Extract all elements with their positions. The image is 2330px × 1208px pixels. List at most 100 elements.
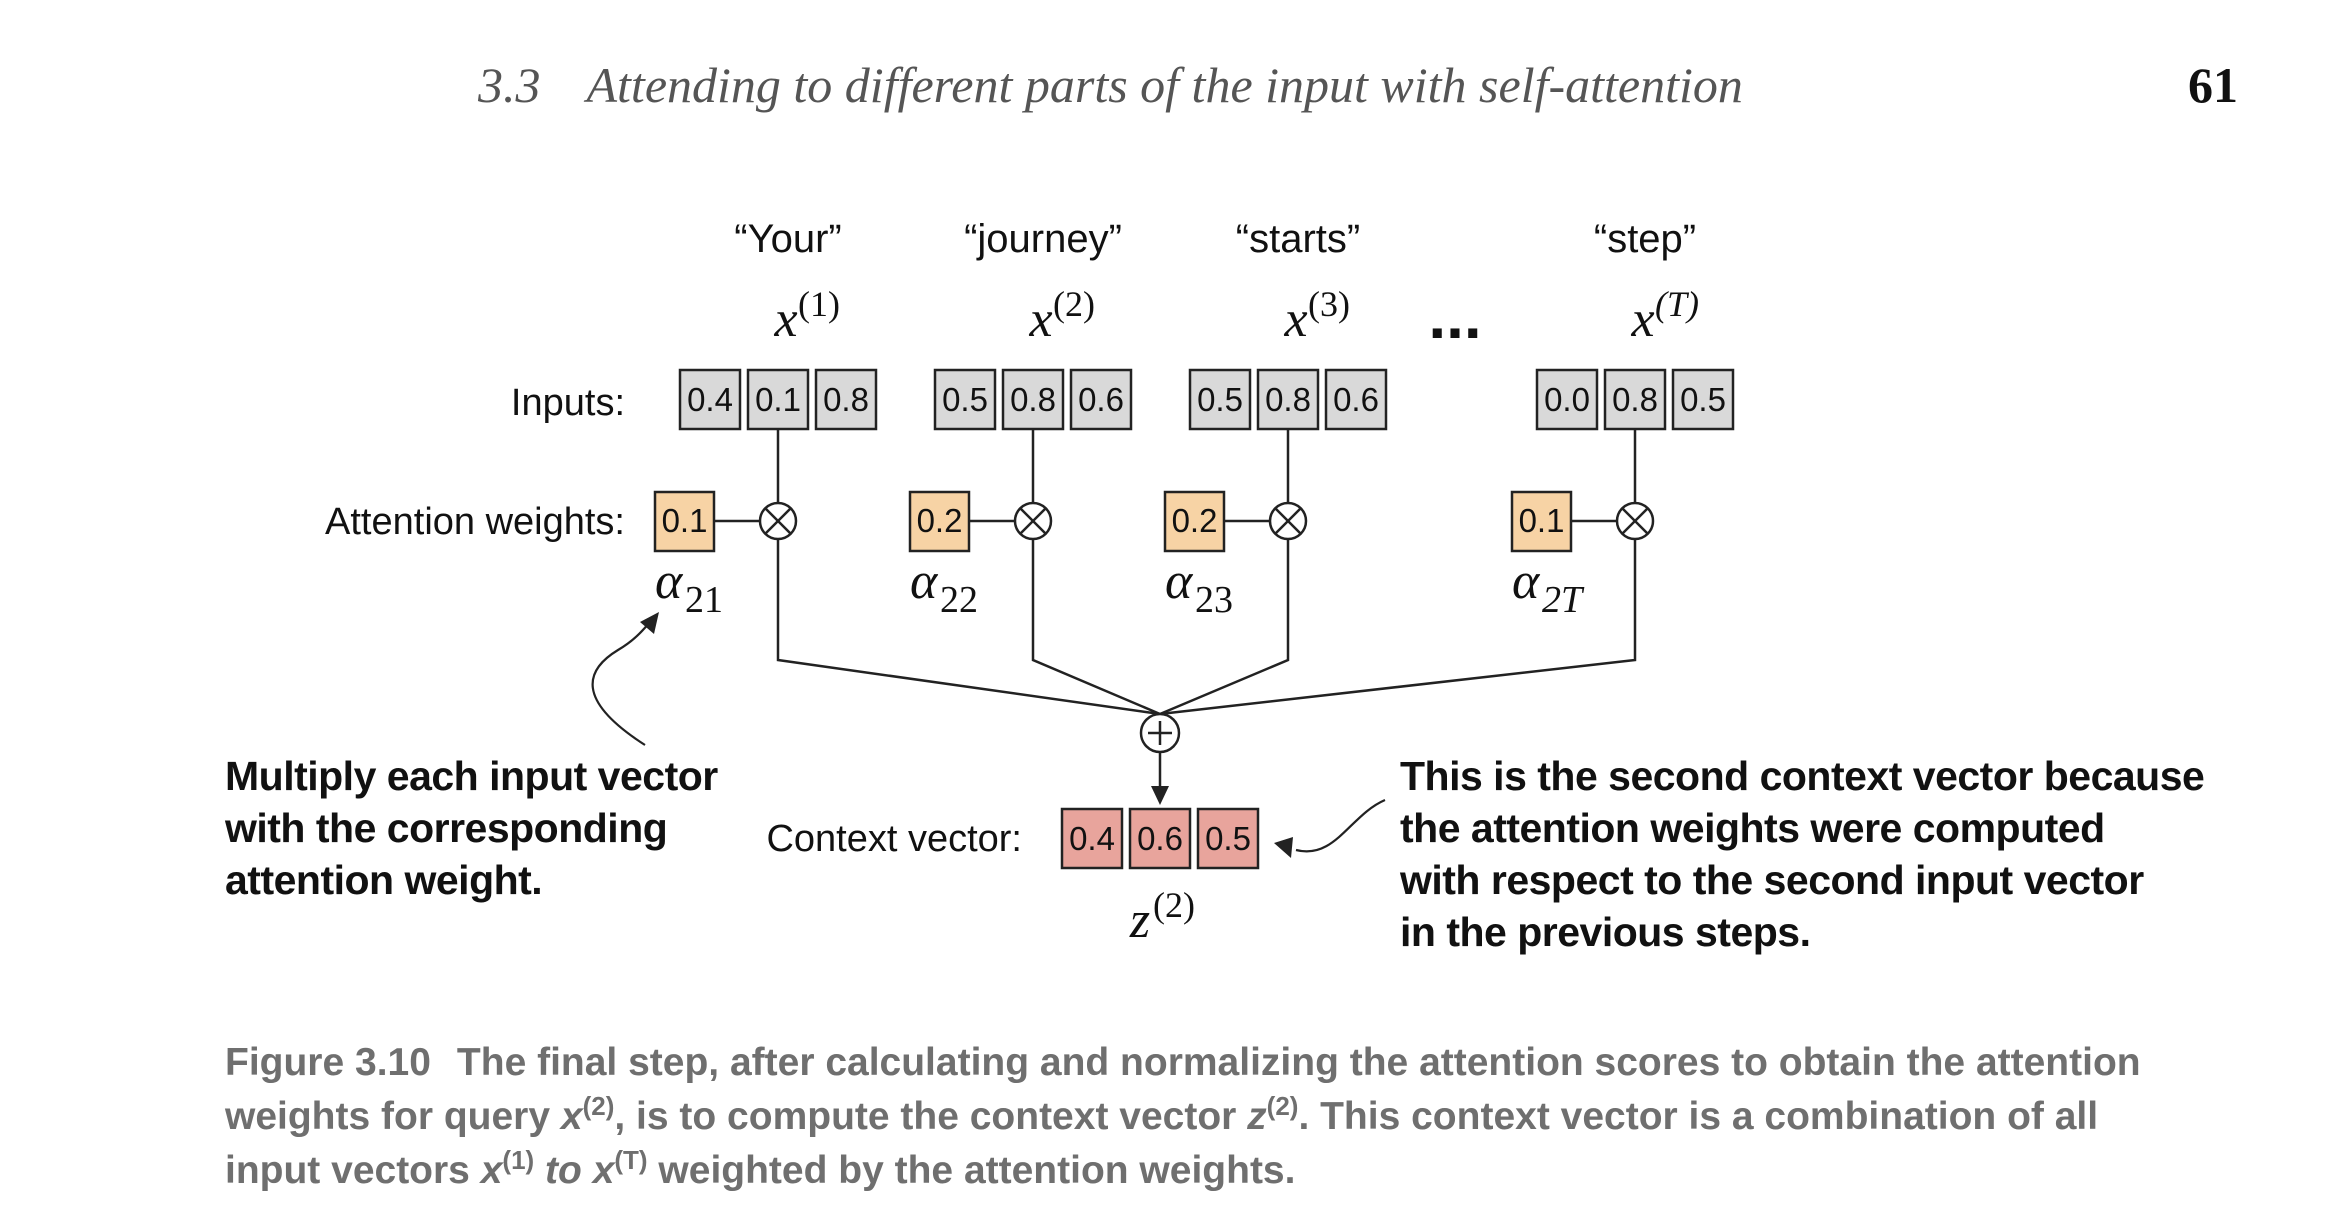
input-value: 0.4	[687, 381, 733, 418]
caption-text: The final step, after calculating and no…	[225, 1041, 2141, 1138]
context-symbol-superscript: (2)	[1153, 885, 1195, 925]
alpha-subscript: 23	[1195, 579, 1233, 621]
alpha-subscript: 21	[685, 579, 723, 621]
annotation-arrow-right	[1295, 798, 1386, 853]
annotation-line: the attention weights were computed	[1400, 805, 2105, 851]
input-cell	[814, 368, 878, 431]
input-cell	[1069, 368, 1133, 431]
input-value: 0.8	[1265, 381, 1311, 418]
annotation-second-context-vector: This is the second context vector becaus…	[1400, 750, 2260, 958]
annotation-line: in the previous steps.	[1400, 909, 1811, 955]
context-vector-cell	[1196, 807, 1260, 870]
section-number: 3.3	[478, 57, 541, 113]
alpha-symbol: α	[1512, 553, 1541, 610]
sum-connector-line	[1159, 539, 1637, 716]
caption-xT: x	[592, 1149, 615, 1192]
input-cell	[933, 368, 997, 431]
input-value: 0.0	[1544, 381, 1590, 418]
alpha-symbol: α	[655, 553, 684, 610]
caption-x: x	[560, 1095, 583, 1138]
token-word: “step”	[1594, 217, 1696, 261]
annotation-line: with the corresponding	[225, 805, 668, 851]
input-value: 0.6	[1333, 381, 1379, 418]
token-word: “Your”	[734, 217, 841, 261]
caption-xT-sup: (T)	[614, 1145, 648, 1175]
caption-x-sup: (2)	[582, 1091, 615, 1121]
input-symbol-superscript: (1)	[798, 284, 840, 324]
alpha-subscript: 2T	[1542, 579, 1585, 621]
input-value: 0.5	[1197, 381, 1243, 418]
caption-to: to	[534, 1149, 593, 1192]
input-cell	[1671, 368, 1735, 431]
multiply-icon-stroke	[1019, 507, 1047, 535]
caption-z: z	[1247, 1095, 1267, 1138]
figure-label: Figure 3.10	[225, 1041, 431, 1084]
attention-weight-cell	[1510, 490, 1573, 553]
inputs-label: Inputs:	[511, 382, 625, 424]
multiply-icon-stroke	[1621, 507, 1649, 535]
arrowhead-icon	[1151, 786, 1169, 805]
input-value: 0.8	[1612, 381, 1658, 418]
input-cell	[1535, 368, 1599, 431]
alpha-symbol: α	[1165, 553, 1194, 610]
annotation-line: with respect to the second input vector	[1400, 857, 2144, 903]
attention-weight-value: 0.2	[1172, 502, 1218, 539]
input-value: 0.6	[1078, 381, 1124, 418]
context-vector-value: 0.6	[1137, 820, 1183, 857]
attention-weight-cell	[653, 490, 716, 553]
ellipsis: ...	[1428, 280, 1481, 352]
context-vector-label: Context vector:	[766, 818, 1022, 860]
context-vector-cell	[1128, 807, 1192, 870]
input-cell	[1324, 368, 1388, 431]
context-vector-value: 0.5	[1205, 820, 1251, 857]
context-vector-value: 0.4	[1069, 820, 1115, 857]
input-symbol-superscript: (T)	[1655, 284, 1699, 324]
input-cell	[1188, 368, 1252, 431]
caption-text: weighted by the attention weights.	[647, 1149, 1296, 1192]
token-word: “starts”	[1236, 217, 1360, 261]
caption-text: . This context vector is a combination o…	[225, 1095, 2099, 1192]
sum-connector-line	[1031, 539, 1161, 716]
input-symbol-x: x	[1630, 291, 1654, 348]
input-symbol-x: x	[1028, 291, 1052, 348]
attention-weight-value: 0.1	[1519, 502, 1565, 539]
input-cell	[1001, 368, 1065, 431]
caption-text: , is to compute the context vector	[614, 1095, 1248, 1138]
input-value: 0.8	[1010, 381, 1056, 418]
annotation-line: attention weight.	[225, 857, 543, 903]
section-title: Attending to different parts of the inpu…	[586, 57, 1743, 113]
annotation-line: This is the second context vector becaus…	[1400, 753, 2205, 799]
caption-x1-sup: (1)	[502, 1145, 535, 1175]
running-header: 3.3 Attending to different parts of the i…	[478, 56, 1743, 114]
multiply-icon-stroke	[764, 507, 792, 535]
input-symbol-x: x	[1283, 291, 1307, 348]
annotation-line: Multiply each input vector	[225, 753, 718, 799]
input-cell	[678, 368, 742, 431]
input-cell	[1256, 368, 1320, 431]
page-number: 61	[2188, 57, 2238, 113]
input-symbol-x: x	[773, 291, 797, 348]
multiply-icon-stroke	[1274, 507, 1302, 535]
sum-connector-line	[1159, 539, 1290, 716]
context-vector-cell	[1060, 807, 1124, 870]
token-word: “journey”	[964, 217, 1122, 261]
input-symbol-superscript: (3)	[1308, 284, 1350, 324]
attention-weight-cell	[908, 490, 971, 553]
annotation-arrow-left	[591, 621, 651, 746]
caption-x1: x	[480, 1149, 503, 1192]
sum-connector-line	[776, 539, 1161, 716]
annotation-multiply: Multiply each input vector with the corr…	[225, 750, 785, 906]
alpha-symbol: α	[910, 553, 939, 610]
input-value: 0.1	[755, 381, 801, 418]
input-value: 0.5	[1680, 381, 1726, 418]
arrowhead-icon	[1274, 837, 1293, 858]
attention-weights-label: Attention weights:	[325, 501, 625, 543]
alpha-subscript: 22	[940, 579, 978, 621]
attention-weight-value: 0.1	[662, 502, 708, 539]
context-symbol-z: z	[1129, 892, 1150, 949]
input-value: 0.5	[942, 381, 988, 418]
